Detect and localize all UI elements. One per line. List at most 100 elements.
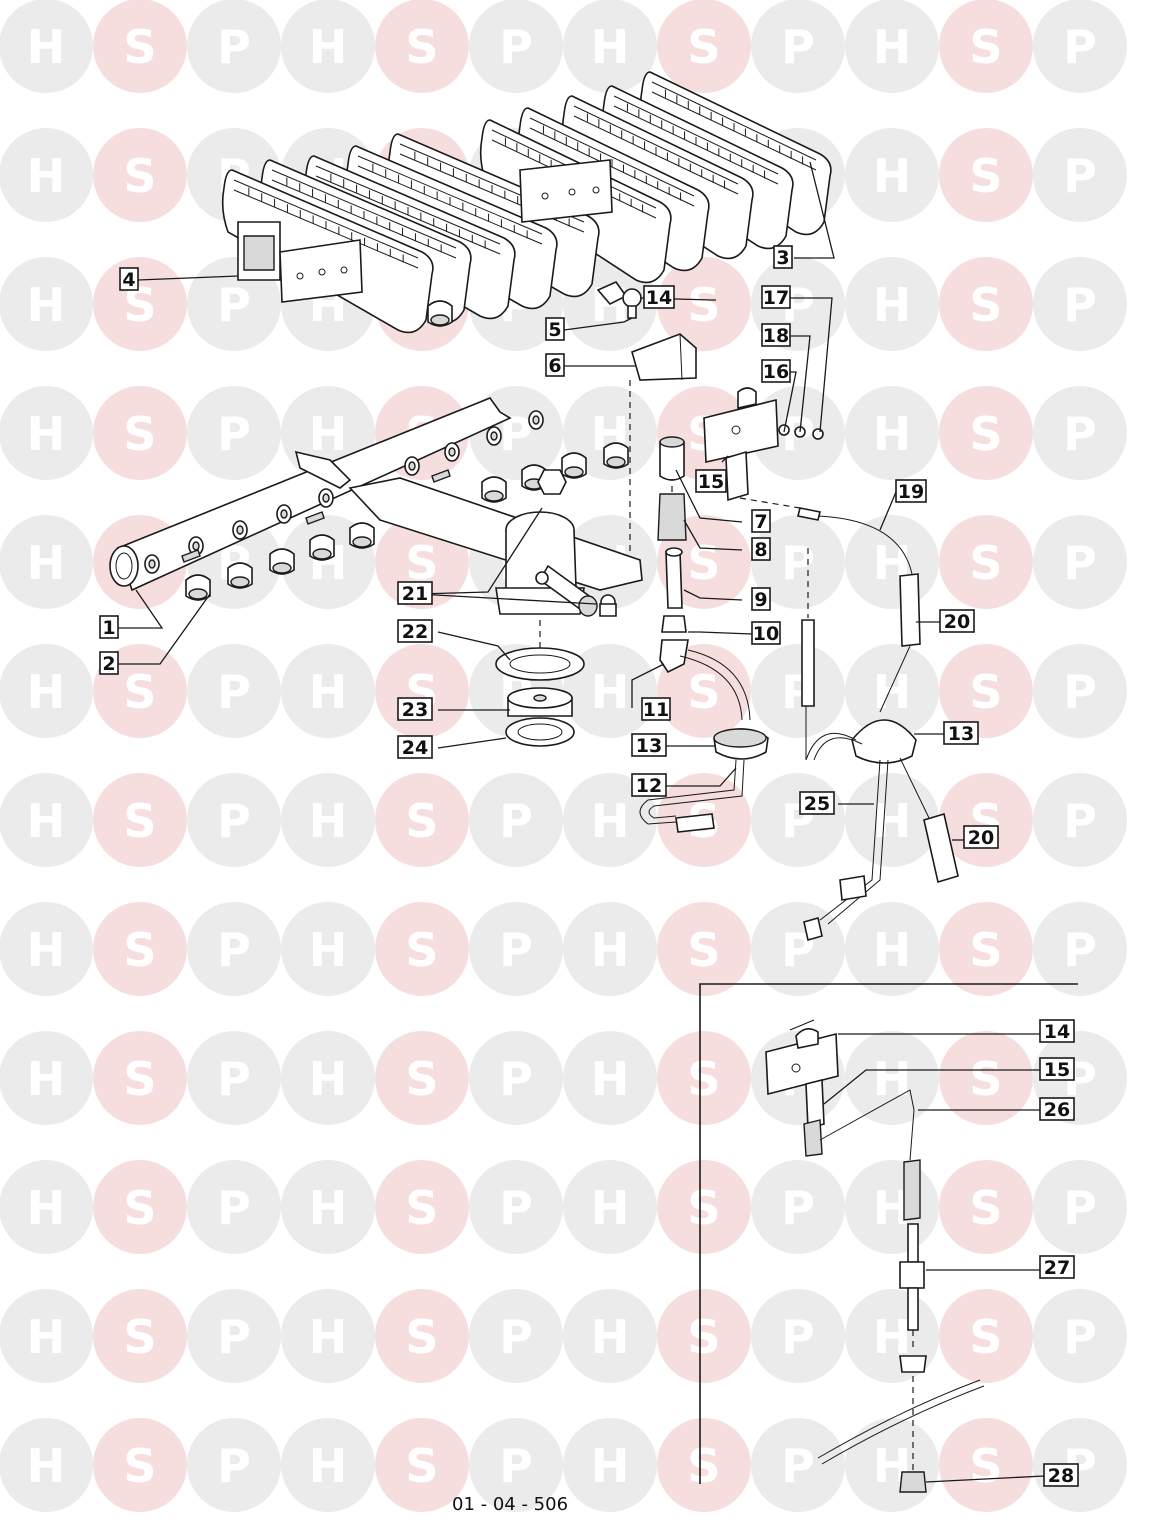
- watermark-letter: H: [309, 665, 348, 719]
- watermark-letter: P: [781, 1439, 815, 1493]
- watermark-badge: P: [751, 1289, 845, 1383]
- watermark-letter: S: [687, 1181, 720, 1235]
- watermark-letter: S: [123, 923, 156, 977]
- injector-port: [232, 520, 248, 540]
- watermark-badge: P: [1033, 257, 1127, 351]
- watermark-letter: S: [687, 1439, 720, 1493]
- watermark-letter: H: [27, 1181, 66, 1235]
- watermark-badge: H: [281, 1418, 375, 1512]
- watermark-letter: H: [27, 665, 66, 719]
- injector-port: [188, 536, 204, 556]
- valve-seals: [495, 647, 585, 747]
- watermark-badge: P: [187, 1289, 281, 1383]
- watermark-badge: P: [469, 1031, 563, 1125]
- watermark-letter: P: [217, 20, 251, 74]
- watermark-letter: H: [309, 407, 348, 461]
- watermark-badge: P: [1033, 902, 1127, 996]
- watermark-badge: H: [0, 1418, 93, 1512]
- callout-c19: 19: [895, 479, 927, 503]
- watermark-letter: S: [969, 923, 1002, 977]
- callout-label: 13: [948, 723, 974, 745]
- watermark-badge: P: [1033, 0, 1127, 93]
- injector-nozzle: [603, 442, 629, 469]
- watermark-letter: S: [405, 1310, 438, 1364]
- watermark-letter: P: [1063, 1310, 1097, 1364]
- watermark-badge: P: [751, 1160, 845, 1254]
- injector-port: [444, 442, 460, 462]
- watermark-badge: S: [657, 1289, 751, 1383]
- watermark-letter: S: [969, 20, 1002, 74]
- watermark-letter: S: [405, 536, 438, 590]
- watermark-badge: S: [939, 128, 1033, 222]
- watermark-letter: H: [27, 1310, 66, 1364]
- injector-port: [276, 504, 292, 524]
- watermark-letter: S: [969, 536, 1002, 590]
- watermark-letter: H: [27, 536, 66, 590]
- watermark-badge: P: [1033, 773, 1127, 867]
- watermark-letter: P: [217, 794, 251, 848]
- callout-label: 8: [754, 539, 767, 561]
- watermark-badge: P: [751, 644, 845, 738]
- callout-c1: 1: [99, 615, 119, 639]
- watermark-letter: P: [217, 407, 251, 461]
- watermark-badge: H: [0, 902, 93, 996]
- watermark-badge: S: [657, 1160, 751, 1254]
- watermark-badge: H: [845, 386, 939, 480]
- injector-nozzle: [185, 574, 211, 601]
- watermark-letter: P: [1063, 20, 1097, 74]
- watermark-letter: H: [591, 665, 630, 719]
- callout-label: 12: [636, 775, 662, 797]
- watermark-badge: H: [845, 0, 939, 93]
- watermark-letter: P: [499, 20, 533, 74]
- watermark-badge: H: [845, 902, 939, 996]
- watermark-badge: S: [375, 0, 469, 93]
- watermark-badge: H: [563, 1289, 657, 1383]
- callout-c17: 17: [761, 285, 791, 309]
- callout-label: 2: [102, 653, 115, 675]
- watermark-badge: H: [845, 257, 939, 351]
- watermark-letter: S: [969, 1052, 1002, 1106]
- pilot-shield: [629, 333, 697, 560]
- callout-c23: 23: [397, 697, 433, 721]
- watermark-badge: H: [563, 644, 657, 738]
- watermark-badge: S: [93, 773, 187, 867]
- callout-c13b: 13: [943, 721, 979, 745]
- watermark-badge: S: [657, 257, 751, 351]
- callout-c3: 3: [773, 245, 793, 269]
- callout-label: 27: [1044, 1257, 1070, 1279]
- watermark-badge: P: [1033, 644, 1127, 738]
- watermark-letter: S: [123, 407, 156, 461]
- watermark-badge: S: [657, 644, 751, 738]
- watermark-badge: S: [93, 1160, 187, 1254]
- watermark-letter: S: [405, 20, 438, 74]
- burner-clip: [596, 281, 642, 319]
- injector-nozzle: [309, 534, 335, 561]
- callout-c14b: 14: [1039, 1019, 1075, 1043]
- watermark-letter: H: [27, 20, 66, 74]
- watermark-letter: H: [591, 1310, 630, 1364]
- watermark-badge: H: [281, 0, 375, 93]
- callout-c16: 16: [761, 359, 791, 383]
- watermark-letter: S: [123, 665, 156, 719]
- callout-c6: 6: [545, 353, 565, 377]
- watermark-letter: H: [27, 1052, 66, 1106]
- watermark-badge: H: [845, 1418, 939, 1512]
- watermark-badge: H: [0, 0, 93, 93]
- part-callouts: 1234567891011121313141415151617181920202…: [99, 245, 1079, 1487]
- watermark-badge: H: [845, 773, 939, 867]
- injector-nozzle: [227, 562, 253, 589]
- callout-c25: 25: [799, 791, 835, 815]
- watermark-letter: H: [309, 923, 348, 977]
- callout-label: 4: [122, 269, 135, 291]
- watermark-letter: P: [217, 1439, 251, 1493]
- callout-c20b: 20: [963, 825, 999, 849]
- watermark-letter: H: [873, 1310, 912, 1364]
- callout-label: 20: [968, 827, 994, 849]
- watermark-letter: P: [217, 278, 251, 332]
- watermark-badge: H: [0, 1160, 93, 1254]
- callout-label: 19: [898, 481, 924, 503]
- watermark-badge: P: [469, 1160, 563, 1254]
- watermark-letter: H: [309, 1052, 348, 1106]
- watermark-badge: P: [1033, 1289, 1127, 1383]
- watermark-letter: H: [873, 665, 912, 719]
